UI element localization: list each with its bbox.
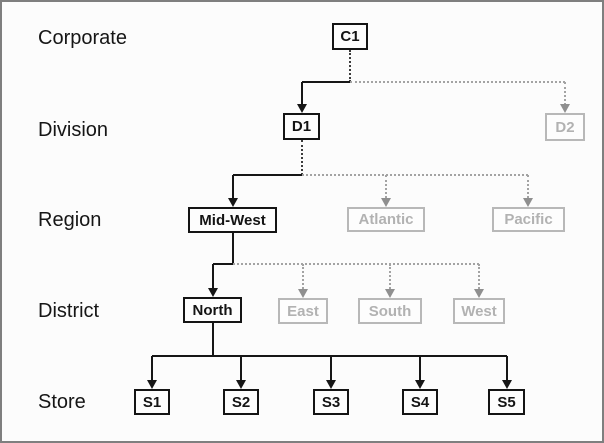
arrowhead-south <box>385 289 395 298</box>
connector-c1-d1-horizontal <box>302 81 350 83</box>
arrowhead-west <box>474 289 484 298</box>
node-s2[interactable]: S2 <box>223 389 259 415</box>
connector-c1-d2-horizontal <box>350 81 565 83</box>
arrowhead-east <box>298 289 308 298</box>
node-d1[interactable]: D1 <box>283 113 320 140</box>
node-atlantic[interactable]: Atlantic <box>347 207 425 232</box>
arrowhead-d1 <box>297 104 307 113</box>
connector-midwest-districts-horizontal <box>233 263 479 265</box>
node-s3[interactable]: S3 <box>313 389 349 415</box>
row-label-corporate: Corporate <box>38 27 127 49</box>
node-s1[interactable]: S1 <box>134 389 170 415</box>
connector-d1-regions-horizontal <box>302 174 528 176</box>
row-label-division: Division <box>38 119 109 141</box>
arrowhead-s4 <box>415 380 425 389</box>
connector-c1-stem <box>349 50 351 82</box>
connector-s5-vertical <box>506 356 508 381</box>
node-north[interactable]: North <box>183 297 242 323</box>
connector-c1-d1-vertical <box>301 82 303 105</box>
arrowhead-d2 <box>560 104 570 113</box>
node-pacific[interactable]: Pacific <box>492 207 565 232</box>
arrowhead-s5 <box>502 380 512 389</box>
connector-d1-midwest-horizontal <box>233 174 302 176</box>
node-midwest[interactable]: Mid-West <box>188 207 277 233</box>
node-s5[interactable]: S5 <box>488 389 525 415</box>
node-east[interactable]: East <box>278 298 328 324</box>
row-label-store: Store <box>38 391 86 413</box>
connector-midwest-north-vertical <box>212 264 214 288</box>
connector-midwest-east-vertical <box>302 264 304 289</box>
connector-c1-d2-vertical <box>564 82 566 105</box>
connector-d1-stem <box>301 140 303 175</box>
row-label-region: Region <box>38 209 102 231</box>
connector-midwest-west-vertical <box>478 264 480 289</box>
node-d2[interactable]: D2 <box>545 113 585 141</box>
arrowhead-pacific <box>523 198 533 207</box>
arrowhead-s1 <box>147 380 157 389</box>
arrowhead-s3 <box>326 380 336 389</box>
connector-d1-atlantic-vertical <box>385 175 387 198</box>
arrowhead-atlantic <box>381 198 391 207</box>
connector-stores-horizontal <box>152 355 507 357</box>
arrowhead-north <box>208 288 218 297</box>
connector-s4-vertical <box>419 356 421 381</box>
connector-north-stem <box>212 323 214 356</box>
node-s4[interactable]: S4 <box>402 389 438 415</box>
node-south[interactable]: South <box>358 298 422 324</box>
node-c1[interactable]: C1 <box>332 23 368 50</box>
arrowhead-midwest <box>228 198 238 207</box>
connector-midwest-stem <box>232 233 234 264</box>
connector-s2-vertical <box>240 356 242 381</box>
connector-midwest-south-vertical <box>389 264 391 289</box>
connector-s3-vertical <box>330 356 332 381</box>
arrowhead-s2 <box>236 380 246 389</box>
connector-midwest-north-horizontal <box>213 263 233 265</box>
row-label-district: District <box>38 300 100 322</box>
connector-d1-pacific-vertical <box>527 175 529 198</box>
node-west[interactable]: West <box>453 298 505 324</box>
connector-s1-vertical <box>151 356 153 381</box>
connector-d1-midwest-vertical <box>232 175 234 198</box>
